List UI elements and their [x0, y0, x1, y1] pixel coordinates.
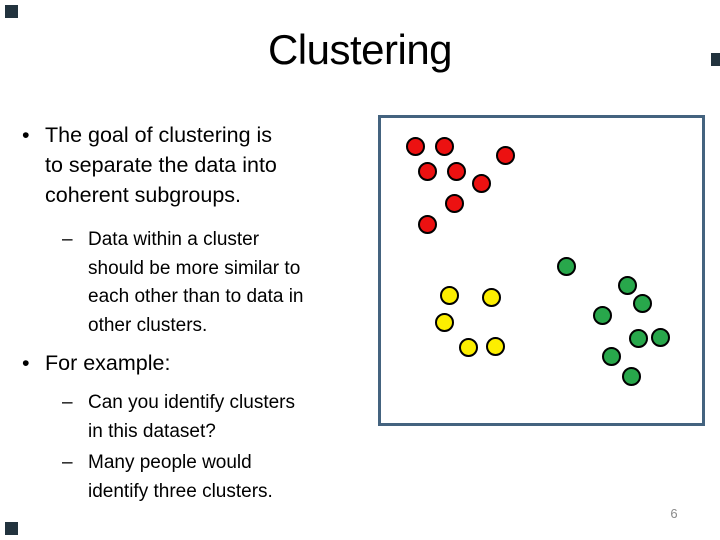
data-point-red-cluster [496, 146, 515, 165]
bullet-marker: – [62, 229, 73, 250]
data-point-green-cluster [651, 328, 670, 347]
corner-accent-square [5, 5, 18, 18]
bullet-marker: – [62, 392, 73, 413]
data-point-red-cluster [418, 215, 437, 234]
data-point-green-cluster [593, 306, 612, 325]
data-point-yellow-cluster [440, 286, 459, 305]
page-number: 6 [670, 506, 678, 521]
data-point-green-cluster [602, 347, 621, 366]
data-point-green-cluster [618, 276, 637, 295]
bullet-item: • For example: [22, 348, 374, 378]
data-point-green-cluster [633, 294, 652, 313]
bullet-marker: • [22, 351, 30, 375]
data-point-red-cluster [418, 162, 437, 181]
data-point-yellow-cluster [486, 337, 505, 356]
bullet-text: For example: [45, 351, 171, 375]
data-point-yellow-cluster [459, 338, 478, 357]
data-point-red-cluster [447, 162, 466, 181]
data-point-red-cluster [435, 137, 454, 156]
bullet-marker: – [62, 452, 73, 473]
data-point-green-cluster [557, 257, 576, 276]
data-point-green-cluster [622, 367, 641, 386]
data-point-red-cluster [445, 194, 464, 213]
data-point-yellow-cluster [435, 313, 454, 332]
bullet-marker: • [22, 123, 30, 147]
data-point-red-cluster [406, 137, 425, 156]
corner-accent-square [5, 522, 18, 535]
data-point-yellow-cluster [482, 288, 501, 307]
corner-accent-square [711, 53, 720, 66]
slide-title: Clustering [267, 26, 453, 73]
data-point-green-cluster [629, 329, 648, 348]
data-point-red-cluster [472, 174, 491, 193]
